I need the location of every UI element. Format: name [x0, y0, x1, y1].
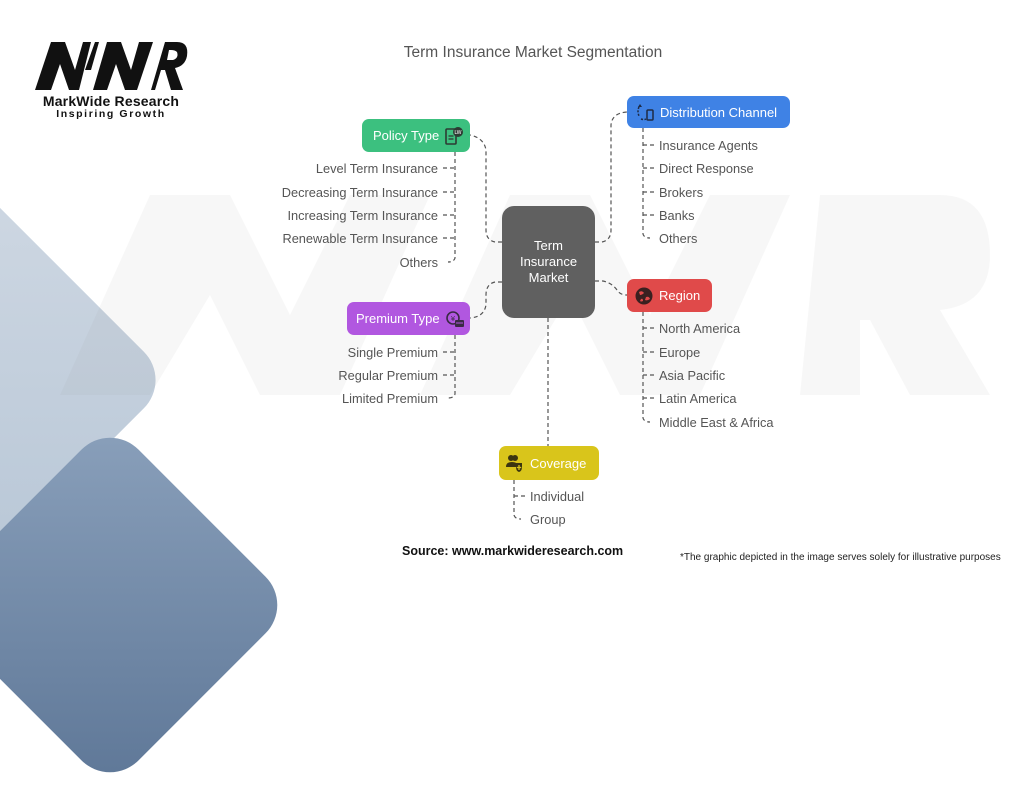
connector-region-items	[642, 312, 651, 423]
users-shield-icon	[505, 453, 525, 473]
policy-item: Increasing Term Insurance	[287, 208, 438, 223]
segment-node-premium-type[interactable]: Premium Type ¥	[347, 302, 470, 335]
brand-name: MarkWide Research	[42, 93, 180, 109]
distribution-item: Others	[659, 231, 698, 246]
diagram-title: Term Insurance Market Segmentation	[403, 44, 663, 61]
policy-document-icon: LW	[444, 126, 464, 146]
connector-lines	[443, 111, 655, 520]
connector-policy-type-items	[447, 152, 456, 263]
premium-item: Regular Premium	[338, 368, 438, 383]
center-node-term-insurance-market[interactable]: Term Insurance Market	[502, 206, 595, 318]
distribution-item: Brokers	[659, 185, 704, 200]
center-label-line-1: Term	[534, 238, 563, 253]
segment-node-distribution-channel[interactable]: Distribution Channel	[627, 96, 790, 128]
premium-item: Single Premium	[347, 345, 438, 360]
region-item: Middle East & Africa	[659, 415, 774, 430]
distribution-item: Direct Response	[659, 161, 754, 176]
svg-text:LW: LW	[455, 130, 462, 136]
policy-item: Level Term Insurance	[315, 161, 438, 176]
connector-center-premium	[469, 281, 502, 319]
policy-item: Others	[399, 255, 438, 270]
brand-logo: MarkWide Research Inspiring Growth	[33, 40, 193, 120]
svg-text:¥: ¥	[450, 315, 455, 323]
connector-coverage-items	[513, 480, 522, 520]
center-label-line-3: Market	[528, 270, 569, 285]
globe-icon	[634, 286, 654, 306]
region-item: North America	[659, 321, 741, 336]
brand-tagline: Inspiring Growth	[56, 108, 166, 120]
segment-label-region: Region	[659, 288, 701, 303]
policy-item: Decreasing Term Insurance	[281, 185, 438, 200]
segment-label-coverage: Coverage	[530, 455, 587, 471]
connector-premium-items	[447, 335, 456, 399]
coverage-item: Group	[530, 512, 566, 527]
region-item: Latin America	[659, 391, 737, 406]
connector-center-region	[595, 280, 628, 296]
distribution-item: Banks	[659, 208, 695, 223]
segment-node-region[interactable]: Region	[627, 279, 712, 312]
premium-item: Limited Premium	[341, 391, 438, 406]
center-label-line-2: Insurance	[519, 254, 578, 269]
connector-center-distribution	[595, 111, 628, 243]
connector-distribution-items	[642, 128, 651, 239]
segment-label-premium-type: Premium Type	[356, 311, 440, 326]
coverage-item: Individual	[530, 489, 585, 504]
policy-item: Renewable Term Insurance	[282, 231, 438, 246]
region-item: Europe	[659, 345, 701, 360]
logo-mark-icon	[35, 42, 188, 90]
segment-label-distribution-channel: Distribution Channel	[660, 104, 778, 120]
premium-watch-card-icon: ¥	[445, 309, 465, 329]
connector-center-policy-type	[469, 134, 502, 243]
source-credit: Source: www.markwideresearch.com	[402, 544, 624, 558]
segment-node-coverage[interactable]: Coverage	[499, 446, 599, 480]
distribution-item: Insurance Agents	[659, 138, 758, 153]
distribution-refresh-phone-icon	[635, 102, 655, 122]
segment-label-policy-type: Policy Type	[373, 128, 440, 143]
segment-node-policy-type[interactable]: Policy Type LW	[362, 119, 470, 152]
region-item: Asia Pacific	[659, 368, 726, 383]
disclaimer-note: *The graphic depicted in the image serve…	[680, 552, 1001, 563]
